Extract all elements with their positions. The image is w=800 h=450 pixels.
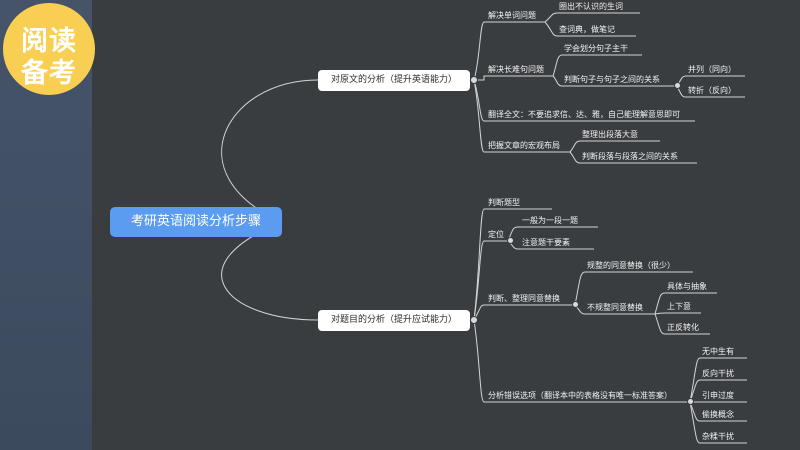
branch1-collapse-dot[interactable] <box>470 76 478 84</box>
node-locate-dot[interactable] <box>507 237 514 244</box>
node-question-type[interactable]: 判断题型 <box>488 198 520 207</box>
node-stem-elements[interactable]: 注意题干要素 <box>522 238 570 247</box>
node-parallel[interactable]: 并列（同向） <box>688 65 736 74</box>
node-circle-unknown-words[interactable]: 圈出不认识的生词 <box>559 2 623 11</box>
branch2-collapse-dot[interactable] <box>470 316 478 324</box>
connector-b2-n4 <box>473 319 690 403</box>
connector-b1-n3 <box>473 79 695 122</box>
node-paragraph-relations[interactable]: 判断段落与段落之间的关系 <box>582 152 678 161</box>
root-node[interactable]: 考研英语阅读分析步骤 <box>110 207 282 237</box>
connector-root-branch1 <box>221 79 319 223</box>
node-regular-synonym[interactable]: 规整的同意替换（很少） <box>587 261 675 270</box>
node-dictionary-notes[interactable]: 查词典，做笔记 <box>559 25 615 34</box>
node-synonym-dot[interactable] <box>572 301 579 308</box>
node-hypernym[interactable]: 上下意 <box>667 302 691 311</box>
node-contrast[interactable]: 转折（反向） <box>688 86 736 95</box>
node-wrong-options[interactable]: 分析错误选项（翻译本中的表格没有唯一标准答案） <box>488 391 672 400</box>
node-long-sentences[interactable]: 解决长难句问题 <box>488 65 544 74</box>
node-concept-swap[interactable]: 偷换概念 <box>702 410 734 419</box>
branch-original-text-analysis[interactable]: 对原文的分析（提升英语能力） <box>318 70 470 91</box>
node-sentence-relations[interactable]: 判断句子与句子之间的关系 <box>564 75 660 84</box>
node-paragraph-summary[interactable]: 整理出段落大意 <box>582 130 638 139</box>
branch2-label: 对题目的分析（提升应试能力） <box>330 315 457 325</box>
node-over-extension[interactable]: 引申过度 <box>702 391 734 400</box>
node-synonym-replacement[interactable]: 判断、整理同意替换 <box>488 294 560 303</box>
branch1-label: 对原文的分析（提升英语能力） <box>330 75 457 85</box>
node-concrete-abstract[interactable]: 具体与抽象 <box>667 282 707 291</box>
connector-b1-n1 <box>473 21 545 81</box>
branch-question-analysis[interactable]: 对题目的分析（提升应试能力） <box>318 310 470 331</box>
node-mixed-interference[interactable]: 杂糅干扰 <box>702 432 734 441</box>
node-translate-text[interactable]: 翻译全文：不要追求信、达、雅，自己能理解意思即可 <box>488 110 680 119</box>
connector-b2-n2 <box>473 240 508 321</box>
node-one-question-per-paragraph[interactable]: 一般为一段一题 <box>522 216 578 225</box>
node-reverse-interference[interactable]: 反向干扰 <box>702 369 734 378</box>
node-sentence-trunk[interactable]: 学会划分句子主干 <box>564 44 628 53</box>
connector-b1-n2 <box>474 75 553 81</box>
badge-line-2: 备考 <box>21 58 77 89</box>
node-fabricated[interactable]: 无中生有 <box>702 347 734 356</box>
node-irregular-synonym[interactable]: 不规整同意替换 <box>587 303 643 312</box>
node-sentence-relations-dot[interactable] <box>674 82 681 89</box>
connector-b2-n3 <box>473 304 575 321</box>
node-macro-layout[interactable]: 把握文章的宏观布局 <box>488 141 560 150</box>
node-positive-negative[interactable]: 正反转化 <box>667 323 699 332</box>
node-wrong-options-dot[interactable] <box>687 398 694 405</box>
node-word-problems[interactable]: 解决单词问题 <box>488 11 536 20</box>
topic-badge: 阅读 备考 <box>3 3 95 95</box>
node-locate[interactable]: 定位 <box>488 230 504 239</box>
connector-b1-n4 <box>473 79 570 153</box>
connector-root-branch2 <box>221 221 319 321</box>
badge-line-1: 阅读 <box>21 26 77 57</box>
